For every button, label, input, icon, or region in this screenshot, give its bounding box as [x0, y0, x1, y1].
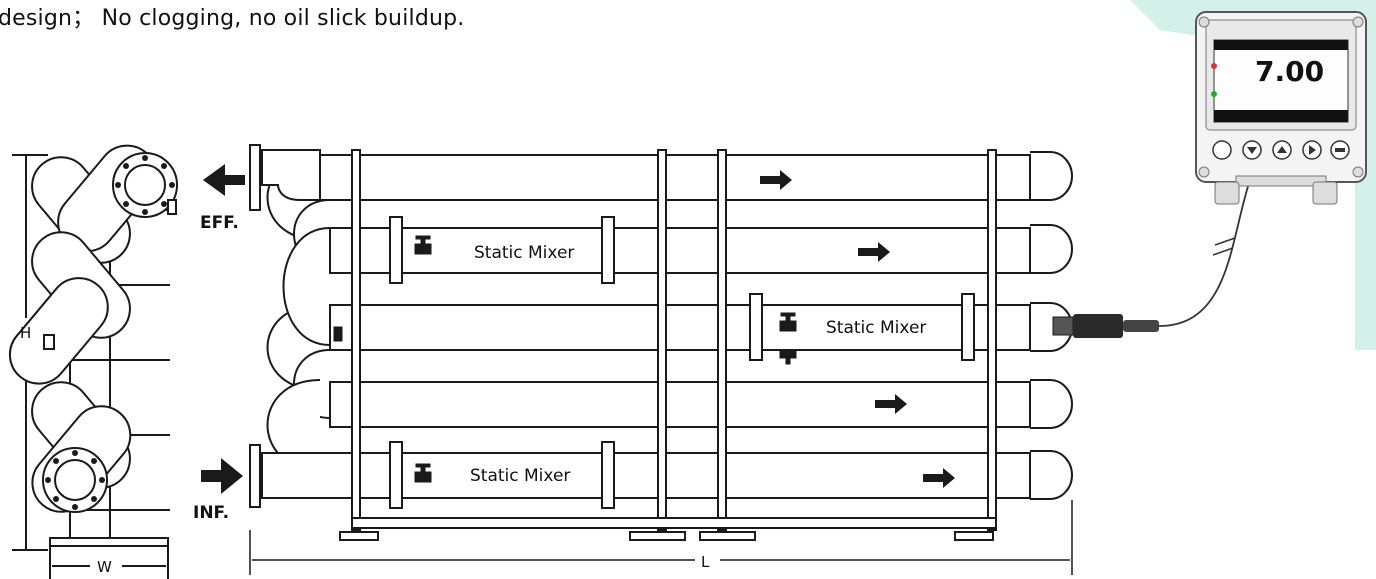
valve-icon — [333, 326, 343, 342]
frame-foot — [629, 531, 686, 541]
side-view — [8, 144, 178, 579]
pipe-row-3 — [329, 304, 1031, 351]
valves — [333, 235, 797, 483]
height-label: H — [20, 324, 31, 342]
mixer-flange — [389, 441, 403, 509]
meter-power-button[interactable] — [1212, 140, 1232, 160]
sensor-cable — [1158, 179, 1251, 327]
influent-arrow-icon — [201, 458, 243, 494]
frame-post — [351, 149, 361, 531]
effluent-label: EFF. — [200, 213, 239, 233]
eff-flange — [249, 144, 261, 211]
right-cap — [1030, 224, 1073, 274]
influent-label: INF. — [193, 503, 229, 523]
valve-icon — [779, 349, 797, 365]
side-valve — [43, 334, 55, 350]
side-base — [49, 537, 169, 547]
mixer-label-3: Static Mixer — [470, 466, 570, 486]
meter-reading: 7.00 — [1255, 55, 1324, 88]
frame-base-rail — [351, 517, 997, 529]
valve-icon — [414, 235, 432, 255]
frame-post — [657, 149, 667, 531]
right-cap — [1030, 450, 1073, 500]
valve-icon — [414, 463, 432, 483]
flow-arrow-icon — [875, 394, 907, 414]
flow-arrow-icon — [923, 468, 955, 488]
side-valve-top — [167, 199, 177, 215]
effluent-arrow-icon — [203, 164, 245, 196]
pipe-row-5 — [261, 452, 1031, 499]
valve-icon — [779, 312, 797, 332]
ph-meter — [1195, 11, 1367, 205]
flow-arrows — [201, 164, 955, 494]
mixer-flange — [601, 216, 615, 284]
pipe-row-2 — [329, 227, 1031, 274]
flow-arrow-icon — [858, 242, 890, 262]
mixer-flange — [749, 293, 763, 361]
mixer-label-2: Static Mixer — [826, 318, 926, 338]
front-view — [249, 144, 1073, 541]
pipe-row-4 — [329, 381, 1031, 428]
mixer-flange — [601, 441, 615, 509]
frame-post — [717, 149, 727, 531]
pipe-row-1 — [319, 154, 1031, 201]
mixer-flange — [961, 293, 975, 361]
frame-foot — [954, 531, 994, 541]
mixer-label-1: Static Mixer — [474, 243, 574, 263]
sensor-probe — [1052, 179, 1251, 338]
right-cap — [1030, 151, 1073, 201]
frame-foot — [699, 531, 756, 541]
frame-foot — [339, 531, 379, 541]
mixer-flange — [389, 216, 403, 284]
width-label: W — [97, 558, 112, 576]
flow-arrow-icon — [760, 170, 792, 190]
length-dimension — [249, 500, 1073, 575]
frame-post — [987, 149, 997, 531]
inf-flange — [249, 444, 261, 508]
meter-screen — [1213, 39, 1349, 123]
caption-text: design； No clogging, no oil slick buildu… — [0, 6, 465, 31]
right-cap — [1030, 379, 1073, 429]
length-label: L — [701, 553, 710, 571]
